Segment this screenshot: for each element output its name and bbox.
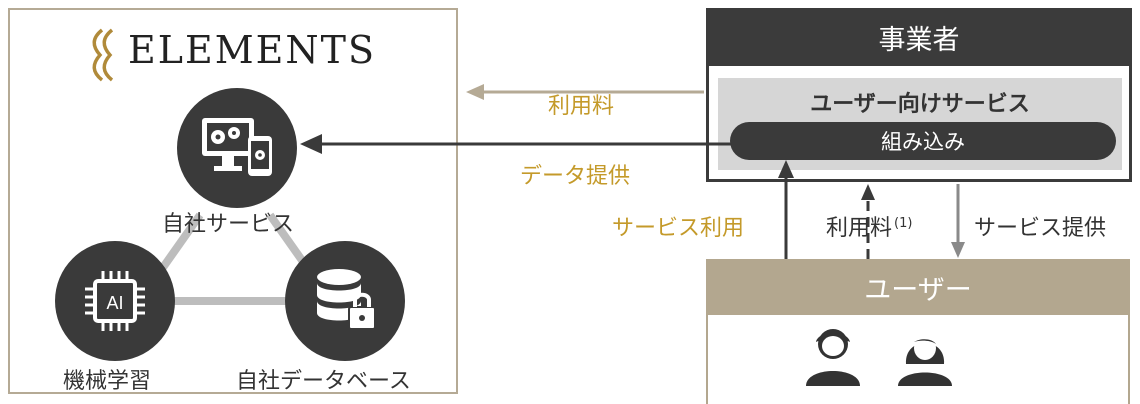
service-provision-arrowhead xyxy=(951,242,965,258)
usage-fee-top-label: 利用料 xyxy=(548,94,615,119)
user-service-title: ユーザー向けサービス xyxy=(810,92,1030,117)
embed-pill: 組み込み xyxy=(730,122,1116,160)
own-database-label: 自社データベース xyxy=(236,369,411,394)
usage-fee-note: (1) xyxy=(894,215,913,231)
brand-name: ELEMENTS xyxy=(128,28,376,72)
usage-fee-user-text: 利用料 xyxy=(826,216,893,241)
ai-chip-icon: AI xyxy=(85,271,145,331)
usage-fee-user-arrowhead xyxy=(861,184,875,200)
svg-text:AI: AI xyxy=(106,293,123,313)
devices-gear-icon xyxy=(202,118,272,176)
elements-logo-icon xyxy=(92,28,114,82)
usage-fee-user-label: 利用料(1) xyxy=(826,210,912,242)
own-service-label: 自社サービス xyxy=(162,212,295,237)
business-title: 事業者 xyxy=(706,8,1132,66)
own-service-node xyxy=(177,88,297,208)
database-lock-icon xyxy=(317,269,376,330)
elements-frame xyxy=(8,8,458,394)
own-database-node xyxy=(285,241,405,361)
machine-learning-node: AI xyxy=(55,241,175,361)
user-title: ユーザー xyxy=(706,259,1130,315)
service-use-arrowhead xyxy=(778,160,794,178)
service-use-label: サービス利用 xyxy=(612,216,745,241)
service-provision-label: サービス提供 xyxy=(974,216,1107,241)
machine-learning-label: 機械学習 xyxy=(63,369,152,394)
data-provision-arrowhead xyxy=(300,134,322,154)
data-provision-label: データ提供 xyxy=(520,164,631,189)
usage-fee-arrowhead xyxy=(466,84,484,100)
user-avatar-icon xyxy=(806,329,860,386)
user-avatar-icon xyxy=(898,336,952,386)
